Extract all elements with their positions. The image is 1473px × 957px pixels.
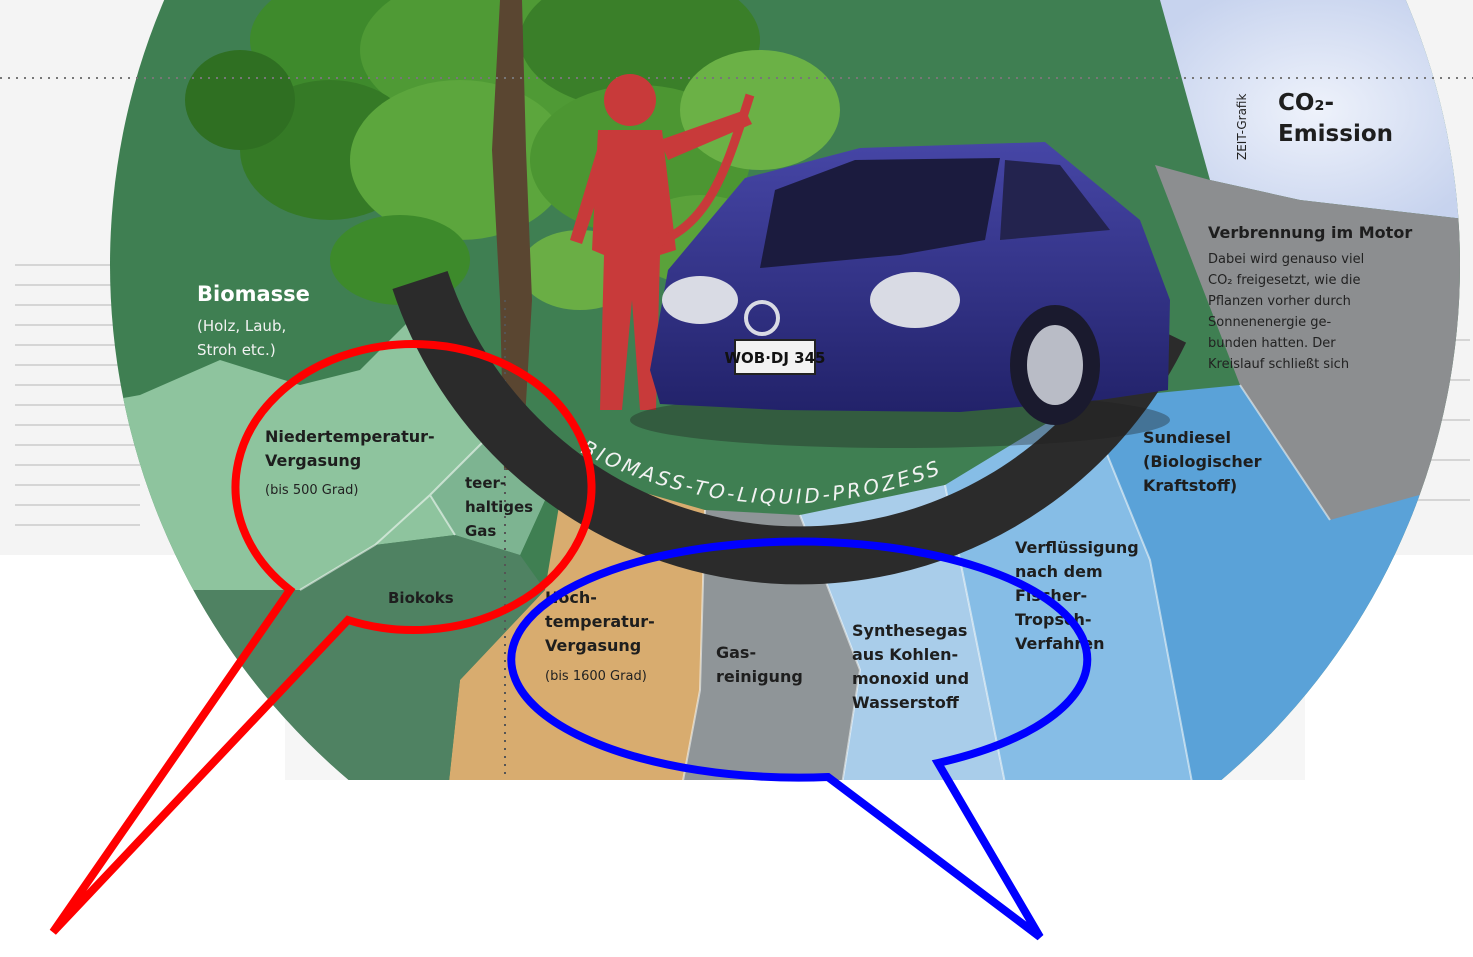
license-plate-text: WOB·DJ 345 <box>725 349 826 367</box>
label-biokoks: Biokoks <box>388 589 454 607</box>
car-headlight-left <box>662 276 738 324</box>
label-biomasse: Biomasse <box>197 282 310 306</box>
label-hochtemperatur-detail: (bis 1600 Grad) <box>545 669 647 684</box>
car-rim <box>1027 325 1083 405</box>
car-headlight-right <box>870 272 960 328</box>
label-credit: ZEIT-Grafik <box>1235 94 1249 160</box>
label-verbrennung-title: Verbrennung im Motor <box>1208 223 1412 242</box>
label-niedertemperatur-detail: (bis 500 Grad) <box>265 483 359 498</box>
